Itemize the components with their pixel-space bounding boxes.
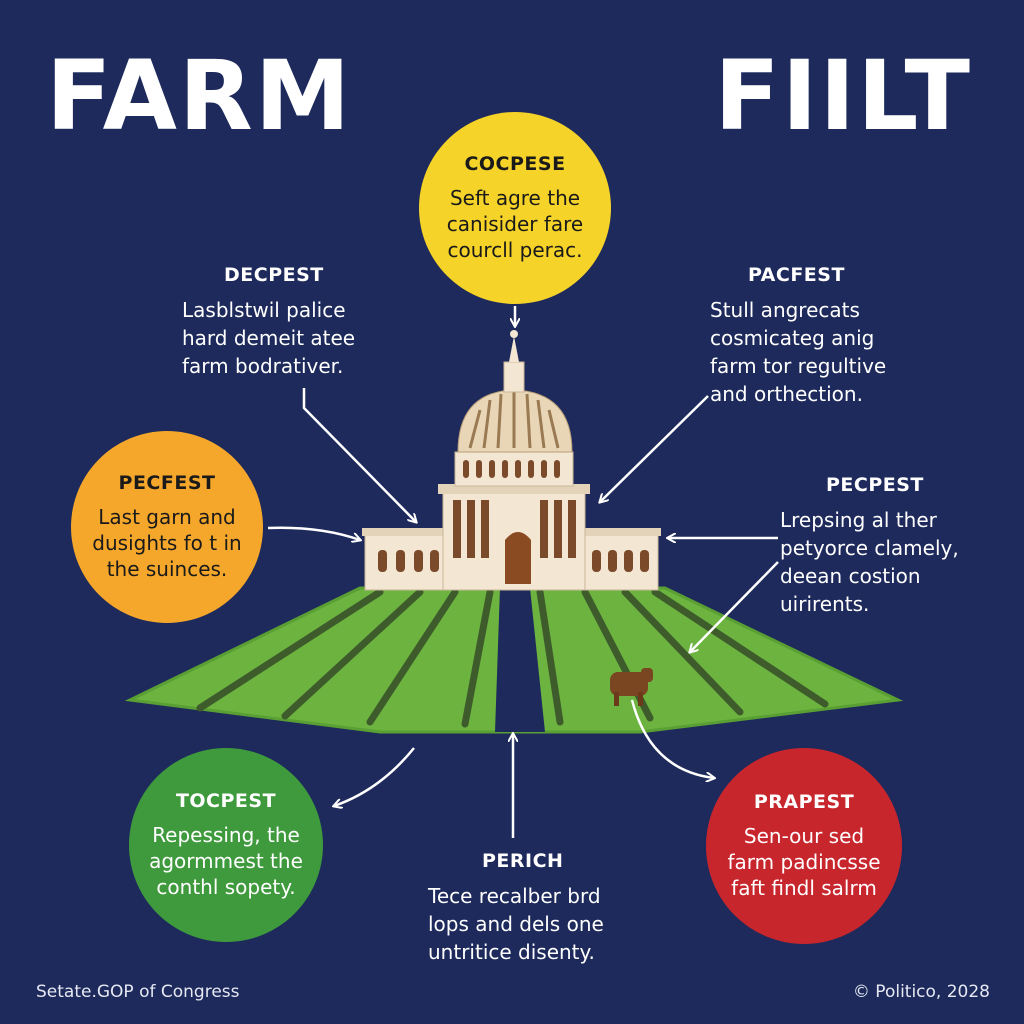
node-red-line: farm padincsse [727, 850, 881, 874]
node-top-heading: COCPESE [464, 153, 566, 175]
title-left: FARM [46, 40, 353, 152]
node-mid-right-text: PECPEST Lrepsing al ther petyorce clamel… [780, 474, 1000, 618]
node-right-line: farm tor regultive [710, 354, 887, 378]
node-left-text: DECPEST Lasblstwil palice hard demeit at… [182, 264, 392, 380]
node-left-heading: DECPEST [224, 264, 324, 286]
node-bottom-heading: PERICH [482, 850, 564, 872]
node-orange-line: dusights fo t in [92, 531, 242, 555]
node-mid-right-line: deean costion [780, 564, 921, 588]
node-right-line: Stull angrecats [710, 298, 860, 322]
footer-copyright: © Politico, 2028 [852, 982, 990, 1002]
node-orange-line: Last garn and [98, 505, 236, 529]
node-right-line: cosmicateg anig [710, 326, 875, 350]
node-top-line: courcll perac. [447, 238, 583, 262]
node-bottom-text: PERICH Tece recalber brd lops and dels o… [428, 850, 648, 966]
node-green-line: conthl sopety. [156, 875, 296, 899]
node-mid-right-line: petyorce clamely, [780, 536, 959, 560]
node-red-heading: PRAPEST [753, 791, 855, 813]
node-left-line: farm bodrativer. [182, 354, 344, 378]
node-green-circle: TOCPEST Repessing, the agormmest the con… [129, 748, 323, 942]
capitol-building [362, 330, 661, 591]
node-bottom-line: untritice disenty. [428, 940, 595, 964]
connector-arrows [267, 306, 779, 838]
node-top-circle: COCPESE Seft agre the canisider fare cou… [419, 112, 611, 304]
node-top-line: canisider fare [446, 212, 584, 236]
node-mid-right-line: uirirents. [780, 592, 870, 616]
footer-source: Setate.GOP of Congress [36, 982, 240, 1002]
node-red-line: Sen-our sed [743, 824, 865, 848]
farm-field [124, 586, 904, 734]
node-right-text: PACFEST Stull angrecats cosmicateg anig … [710, 264, 930, 408]
node-left-line: hard demeit atee [182, 326, 356, 350]
cow-figure [610, 668, 653, 706]
node-orange-line: the suinces. [106, 557, 228, 581]
node-bottom-line: Tece recalber brd [428, 884, 601, 908]
node-left-line: Lasblstwil palice [182, 298, 346, 322]
node-right-heading: PACFEST [748, 264, 845, 286]
title-right: FIILT [714, 40, 972, 152]
node-green-heading: TOCPEST [175, 790, 277, 812]
node-bottom-line: lops and dels one [428, 912, 604, 936]
node-green-line: agormmest the [149, 849, 303, 873]
node-orange-circle: PECFEST Last garn and dusights fo t in t… [71, 431, 263, 623]
node-right-line: and orthection. [710, 382, 863, 406]
node-mid-right-heading: PECPEST [826, 474, 924, 496]
node-mid-right-line: Lrepsing al ther [780, 508, 937, 532]
node-red-circle: PRAPEST Sen-our sed farm padincsse faft … [706, 748, 902, 944]
node-green-line: Repessing, the [152, 823, 300, 847]
node-red-line: faft findl salrm [731, 876, 877, 900]
node-orange-heading: PECFEST [118, 472, 216, 494]
node-top-line: Seft agre the [449, 186, 581, 210]
